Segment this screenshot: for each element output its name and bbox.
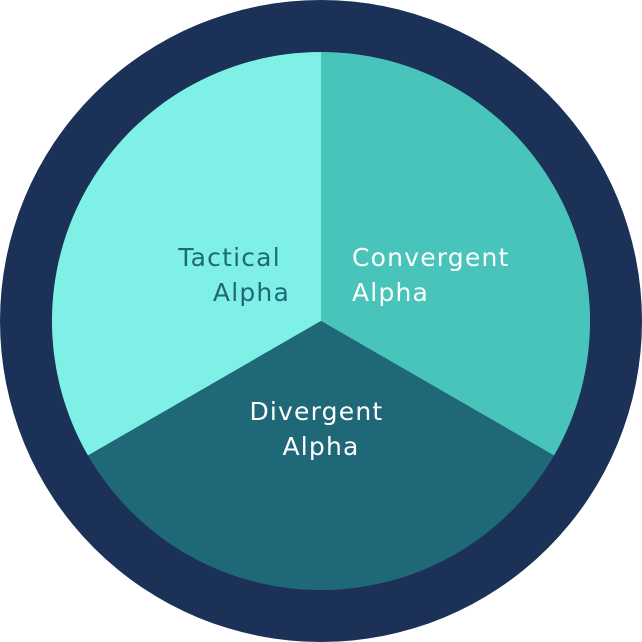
label-tactical-line-1: Tactical (177, 243, 281, 272)
segment-divergent (88, 321, 554, 591)
segment-convergent (321, 52, 591, 456)
label-divergent-line-2: Alpha (282, 432, 359, 461)
label-convergent-line-2: Alpha (352, 278, 429, 307)
label-convergent-line-1: Convergent (352, 243, 510, 272)
label-divergent: Divergent Alpha (249, 397, 392, 461)
label-divergent-line-1: Divergent (249, 397, 383, 426)
label-tactical: Tactical Alpha (177, 243, 290, 307)
segment-tactical (51, 51, 321, 456)
label-convergent: Convergent Alpha (352, 243, 519, 307)
label-tactical-line-2: Alpha (213, 278, 290, 307)
